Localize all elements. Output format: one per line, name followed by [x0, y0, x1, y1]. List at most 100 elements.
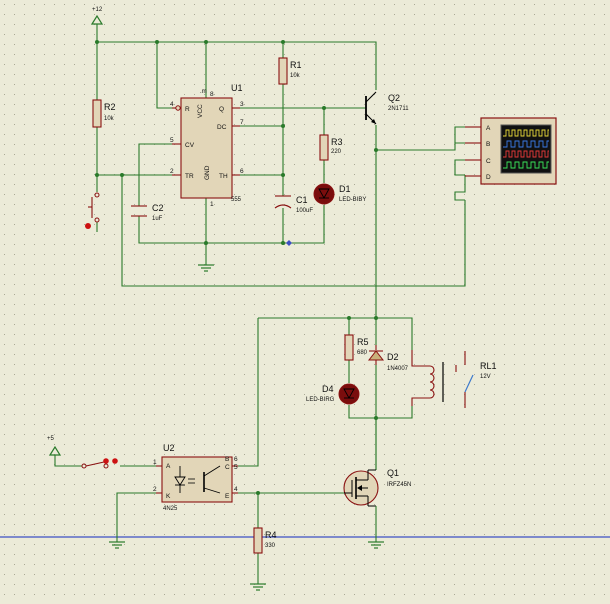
u2-optocoupler[interactable]: U2 4N25 A K B C E 1 2 6 5 4 [153, 443, 238, 512]
d2-ref: D2 [387, 352, 399, 362]
ground-symbol-u1 [198, 264, 214, 272]
input-switch-5v[interactable] [81, 458, 118, 469]
r5-value: 680 [357, 350, 368, 356]
c2-ref: C2 [152, 203, 164, 213]
svg-text:6: 6 [240, 168, 244, 175]
oscilloscope[interactable]: A B C D [465, 117, 557, 185]
oscilloscope-trace-2 [503, 140, 549, 148]
svg-text:2: 2 [170, 168, 174, 175]
oscilloscope-trace-4 [503, 161, 549, 169]
led-d1[interactable]: D1 LED-BIBY [313, 183, 366, 205]
resistor-r1[interactable]: R1 10k [278, 57, 302, 85]
svg-text:4: 4 [234, 486, 238, 493]
svg-text:Q: Q [219, 106, 224, 113]
r3-value: 220 [331, 149, 342, 155]
capacitor-c2[interactable]: C2 1uF [131, 203, 164, 222]
r2-ref: R2 [104, 102, 116, 112]
svg-text:.m: .m [200, 89, 207, 95]
u1-body [180, 97, 233, 199]
u2-part: 4N25 [163, 506, 178, 512]
oscilloscope-trace-1 [503, 129, 549, 137]
resistor-r3[interactable]: R3 220 [319, 134, 343, 161]
svg-text:TR: TR [185, 173, 194, 180]
ground-symbol-u2 [109, 541, 125, 549]
c2-value: 1uF [152, 216, 163, 222]
r4-value: 330 [265, 543, 276, 549]
r3-ref: R3 [331, 137, 343, 147]
q2-ref: Q2 [388, 93, 400, 103]
q1-ref: Q1 [387, 468, 399, 478]
svg-text:8: 8 [210, 91, 214, 98]
rl1-value: 12V [480, 374, 491, 380]
svg-text:6: 6 [234, 456, 238, 463]
oscilloscope-channel-d: D [486, 174, 491, 181]
vcc5-terminal[interactable]: +5 [47, 436, 62, 456]
vcc12-terminal[interactable]: +12 [90, 7, 104, 30]
oscilloscope-channel-a: A [486, 125, 491, 132]
resistor-r2[interactable]: R2 10k [92, 99, 116, 128]
u2-body [161, 456, 233, 503]
capacitor-c1[interactable]: C1 100uF [274, 195, 313, 246]
vcc12-label: +12 [92, 7, 103, 13]
u2-ref: U2 [163, 443, 175, 453]
d2-value: 1N4007 [387, 366, 409, 372]
rl1-ref: RL1 [480, 361, 497, 371]
junctions [95, 40, 378, 495]
c1-ref: C1 [296, 195, 308, 205]
svg-text:1: 1 [153, 459, 157, 466]
svg-text:7: 7 [240, 119, 244, 126]
svg-text:TH: TH [219, 173, 228, 180]
d4-ref: D4 [322, 384, 334, 394]
led-d4[interactable]: D4 LED-BIRG [306, 383, 360, 405]
c1-value: 100uF [296, 208, 313, 214]
u1-ref: U1 [231, 83, 243, 93]
transistor-q2[interactable]: Q2 2N1711 [365, 91, 409, 125]
d4-value: LED-BIRG [306, 397, 335, 403]
ground-symbol-r4 [250, 583, 266, 591]
svg-text:1: 1 [210, 201, 214, 208]
svg-text:4: 4 [170, 101, 174, 108]
d1-ref: D1 [339, 184, 351, 194]
svg-text:E: E [225, 493, 230, 500]
svg-text:5: 5 [170, 137, 174, 144]
svg-text:3: 3 [240, 101, 244, 108]
svg-text:B: B [225, 456, 229, 463]
q2-value: 2N1711 [388, 106, 409, 112]
push-button-switch[interactable] [85, 192, 100, 229]
r5-ref: R5 [357, 337, 369, 347]
r1-ref: R1 [290, 60, 302, 70]
u1-555-timer[interactable]: .m U1 555 R VCC Q DC CV TR GND TH 4 8 3 … [170, 83, 244, 208]
svg-text:2: 2 [153, 486, 157, 493]
svg-text:A: A [166, 463, 171, 470]
d1-value: LED-BIBY [339, 197, 366, 203]
mosfet-q1[interactable]: Q1 IRFZ45N [343, 468, 411, 510]
resistor-r4[interactable]: R4 330 [253, 527, 277, 554]
oscilloscope-traces [503, 129, 549, 169]
r2-value: 10k [104, 116, 115, 122]
resistor-r5[interactable]: R5 680 [344, 334, 369, 361]
svg-text:R: R [185, 106, 190, 113]
diode-d2[interactable]: D2 1N4007 [367, 345, 409, 372]
oscilloscope-trace-3 [503, 150, 549, 158]
ground-symbol-q1 [368, 541, 384, 549]
q1-value: IRFZ45N [387, 482, 411, 488]
vcc5-label: +5 [47, 436, 55, 442]
u1-part: 555 [231, 197, 242, 203]
oscilloscope-channel-c: C [486, 158, 491, 165]
oscilloscope-channel-b: B [486, 141, 490, 148]
svg-text:CV: CV [185, 142, 195, 149]
svg-text:C: C [225, 464, 230, 471]
svg-text:5: 5 [234, 464, 238, 471]
svg-text:DC: DC [217, 124, 227, 131]
r1-value: 10k [290, 73, 301, 79]
wires [54, 30, 466, 584]
svg-text:GND: GND [204, 165, 211, 180]
push-button-actuator[interactable] [85, 223, 91, 229]
svg-text:K: K [166, 493, 171, 500]
r4-ref: R4 [265, 530, 277, 540]
oscilloscope-screen [500, 124, 552, 174]
svg-text:VCC: VCC [197, 104, 204, 118]
relay-rl1[interactable]: RL1 12V [411, 350, 497, 408]
